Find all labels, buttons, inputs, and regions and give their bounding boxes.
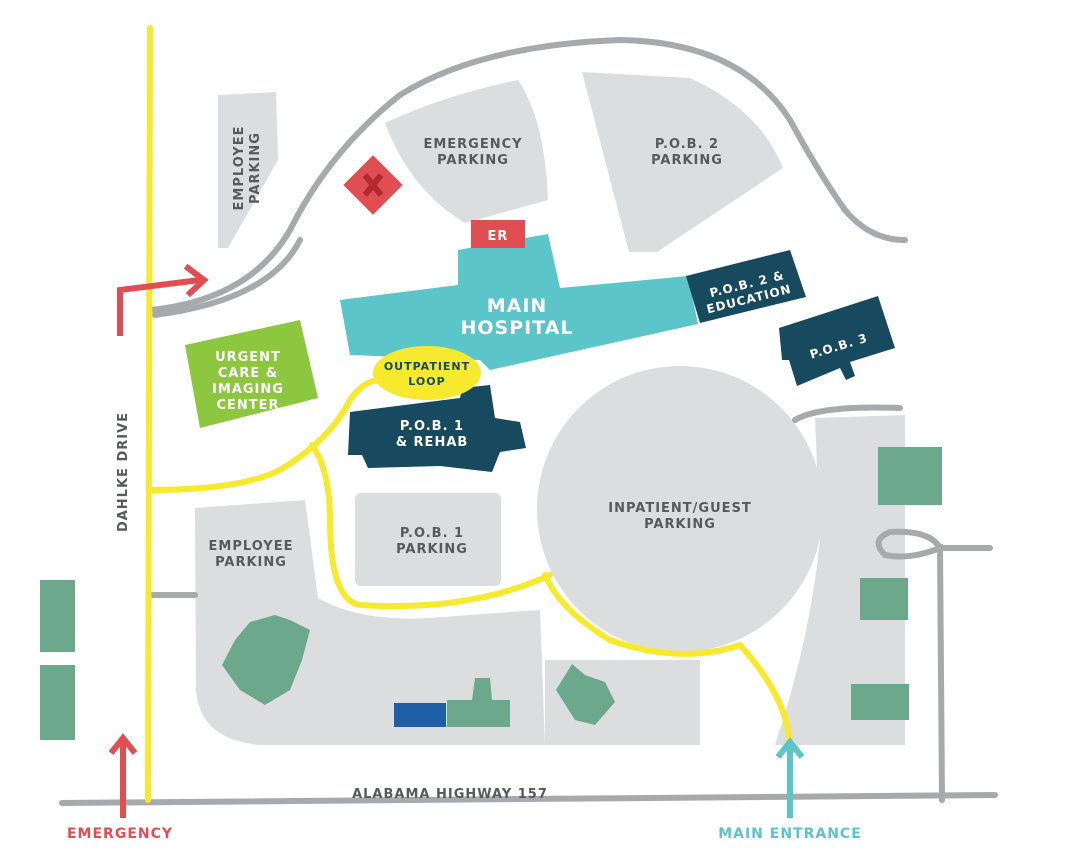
main-hospital-building: MAIN HOSPITAL <box>340 234 698 370</box>
pob2-parking-lot <box>582 72 783 252</box>
green-building-4 <box>40 580 75 652</box>
green-building-2 <box>860 578 908 620</box>
west-connector-route <box>147 376 388 493</box>
east-loop <box>875 528 993 803</box>
blue-building <box>394 703 446 727</box>
inpatient-parking-label-2: PARKING <box>644 517 716 532</box>
inpatient-parking-label-1: INPATIENT/GUEST <box>608 501 752 516</box>
emergency-arrow-icon <box>108 733 138 818</box>
pob1-parking-label-1: P.O.B. 1 <box>400 526 464 541</box>
green-building-7 <box>447 678 510 727</box>
green-building-8 <box>556 664 615 725</box>
pob2-parking-label-1: P.O.B. 2 <box>655 137 719 152</box>
dahlke-drive-label: DAHLKE DRIVE <box>116 412 131 532</box>
hospital-cross-icon <box>343 155 403 215</box>
pob2-parking-label-2: PARKING <box>651 153 723 168</box>
inpatient-loop-route <box>542 572 793 753</box>
highway-label: ALABAMA HIGHWAY 157 <box>352 787 548 802</box>
green-building-3 <box>851 684 909 720</box>
pob3-building: P.O.B. 3 <box>779 296 895 386</box>
outpatient-loop-label-1: OUTPATIENT <box>384 360 470 373</box>
main-hospital-label-2: HOSPITAL <box>460 317 573 339</box>
employee-parking-top-label-1: EMPLOYEE <box>232 126 247 211</box>
emergency-parking-label-1: EMERGENCY <box>423 137 522 152</box>
urgent-care-label-1: URGENT <box>215 350 281 365</box>
main-hospital-label-1: MAIN <box>487 295 548 317</box>
emergency-parking-label-2: PARKING <box>437 153 509 168</box>
perimeter-road <box>147 36 908 313</box>
dahlke-drive-route <box>145 25 153 803</box>
green-building-6 <box>222 615 310 705</box>
inpatient-parking-lot <box>537 366 823 652</box>
green-building-5 <box>40 665 75 740</box>
entrance-arrow-icon <box>775 737 805 818</box>
inner-road <box>152 237 303 318</box>
pob1-rehab-label-2: & REHAB <box>396 435 469 450</box>
outpatient-loop-label-2: LOOP <box>408 375 445 388</box>
er-building: ER <box>471 220 525 248</box>
roads <box>59 36 998 806</box>
employee-parking-top-lot <box>218 92 278 248</box>
emergency-parking-lot <box>385 80 548 223</box>
pob1-parking-label-2: PARKING <box>396 542 468 557</box>
east-spur <box>792 404 903 423</box>
yellow-routes <box>145 25 793 803</box>
main-entrance-label: MAIN ENTRANCE <box>718 826 862 842</box>
right-parking-strip <box>775 415 905 745</box>
urgent-care-label-4: CENTER <box>216 398 279 413</box>
inner-loop-route <box>309 442 553 610</box>
green-building-1 <box>878 447 942 505</box>
turn-arrow-icon <box>117 263 209 336</box>
employee-parking-bottom-label-2: PARKING <box>215 555 287 570</box>
emergency-label: EMERGENCY <box>67 826 173 842</box>
green-buildings <box>40 447 942 740</box>
er-label: ER <box>488 229 509 244</box>
employee-parking-bottom-label-1: EMPLOYEE <box>209 539 294 554</box>
pob1-rehab-label-1: P.O.B. 1 <box>400 419 464 434</box>
pob1-parking-lot <box>355 493 501 586</box>
pob2-education-building: P.O.B. 2 & EDUCATION <box>686 250 806 323</box>
urgent-care-building: URGENT CARE & IMAGING CENTER <box>185 320 318 428</box>
highway-road <box>59 792 998 806</box>
outpatient-loop-marker: OUTPATIENT LOOP <box>373 346 481 400</box>
urgent-care-label-3: IMAGING <box>212 382 284 397</box>
urgent-care-label-2: CARE & <box>218 366 278 381</box>
lot-labels: EMPLOYEE PARKING EMERGENCY PARKING P.O.B… <box>209 126 752 570</box>
employee-parking-top-label-2: PARKING <box>248 132 263 204</box>
pob1-rehab-building: P.O.B. 1 & REHAB <box>348 385 526 472</box>
